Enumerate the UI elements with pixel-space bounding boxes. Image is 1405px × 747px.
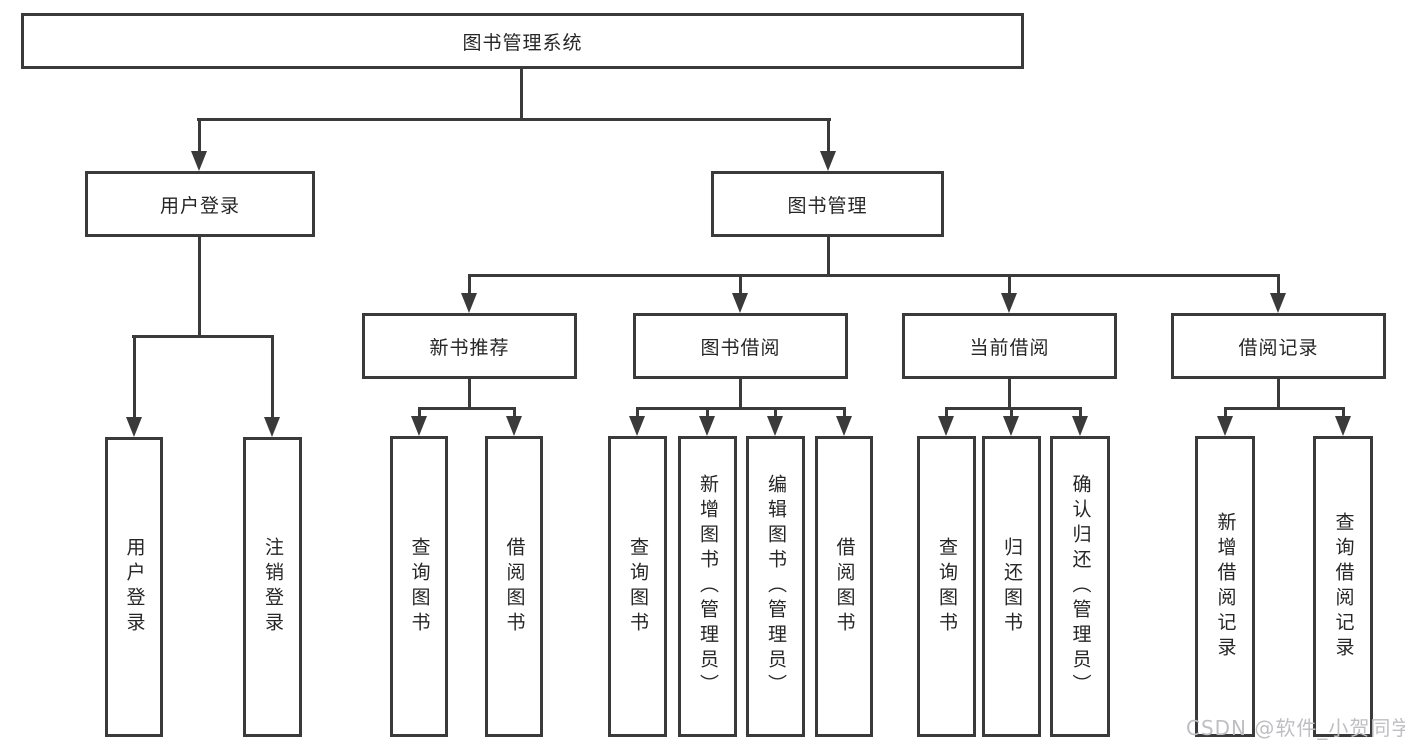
leaf-confirm-return-admin: 确认归还（管理员）: [1050, 436, 1110, 737]
connector-arm: [468, 274, 471, 295]
arrow-down-icon: [1072, 416, 1088, 436]
node-label: 查询图书: [627, 536, 649, 637]
connector-fork: [1224, 407, 1345, 410]
connector-stem: [468, 379, 471, 407]
arrow-down-icon: [191, 151, 207, 171]
leaf-return-books: 归还图书: [982, 436, 1041, 737]
arrow-down-icon: [1003, 416, 1019, 436]
node-label: 注销登录: [262, 537, 284, 637]
leaf-logout: 注销登录: [243, 437, 302, 737]
node-label: 借阅记录: [1238, 336, 1319, 359]
node-current-borrowing: 当前借阅: [902, 313, 1117, 379]
connector-stem: [739, 379, 742, 407]
node-label: 图书管理: [787, 194, 868, 217]
arrow-down-icon: [506, 416, 522, 436]
leaf-add-borrow-record: 新增借阅记录: [1195, 436, 1255, 737]
node-label: 用户登录: [159, 194, 240, 217]
node-label: 借阅图书: [833, 536, 856, 637]
arrow-down-icon: [938, 416, 954, 436]
node-label: 图书借阅: [700, 336, 781, 359]
leaf-query-borrow-record: 查询借阅记录: [1313, 436, 1373, 737]
node-library-management-system: 图书管理系统: [21, 13, 1024, 69]
arrow-down-icon: [836, 416, 852, 436]
connector-arm: [198, 118, 201, 153]
connector-fork: [468, 274, 1280, 277]
node-label: 编辑图书（管理员）: [765, 474, 787, 699]
leaf-edit-books-admin: 编辑图书（管理员）: [746, 436, 805, 737]
node-label: 图书管理系统: [462, 31, 583, 54]
connector-arm: [418, 407, 421, 418]
connector-fork: [132, 335, 274, 338]
connector-arm: [513, 407, 516, 418]
leaf-borrow-books: 借阅图书: [815, 436, 873, 737]
node-label: 查询借阅记录: [1332, 511, 1355, 662]
connector-arm: [1224, 407, 1227, 418]
connector-stem: [198, 237, 201, 335]
arrow-down-icon: [767, 416, 783, 436]
csdn-watermark: CSDN @软件_小贺同学: [1186, 716, 1405, 740]
arrow-down-icon: [1217, 416, 1233, 436]
leaf-query-books: 查询图书: [608, 436, 667, 737]
connector-arm: [133, 335, 136, 419]
connector-fork: [636, 407, 846, 410]
arrow-down-icon: [1001, 293, 1017, 313]
node-label: 查询图书: [936, 536, 958, 637]
connector-arm: [1010, 407, 1013, 418]
leaf-add-books-admin: 新增图书（管理员）: [678, 436, 737, 737]
connector-fork: [945, 407, 1082, 410]
node-user-login: 用户登录: [85, 171, 315, 237]
node-new-book-recommendation: 新书推荐: [362, 313, 577, 379]
leaf-query-books: 查询图书: [390, 436, 448, 737]
node-label: 新增借阅记录: [1214, 511, 1237, 662]
connector-arm: [843, 407, 846, 418]
node-label: 查询图书: [408, 536, 431, 637]
connector-root-stem: [520, 69, 523, 118]
arrow-down-icon: [732, 293, 748, 313]
arrow-down-icon: [1335, 416, 1351, 436]
node-borrowing-records: 借阅记录: [1171, 313, 1386, 379]
arrow-down-icon: [699, 416, 715, 436]
arrow-down-icon: [411, 416, 427, 436]
connector-arm: [827, 118, 830, 153]
leaf-user-login: 用户登录: [105, 437, 163, 737]
connector-fork: [418, 407, 516, 410]
connector-arm: [1079, 407, 1082, 418]
connector-arm: [774, 407, 777, 418]
connector-arm: [739, 274, 742, 295]
node-book-borrowing: 图书借阅: [633, 313, 848, 379]
arrow-down-icon: [126, 417, 142, 437]
connector-arm: [271, 335, 274, 419]
arrow-down-icon: [461, 293, 477, 313]
connector-root-fork: [197, 118, 831, 121]
connector-arm: [945, 407, 948, 418]
node-label: 借阅图书: [503, 536, 526, 637]
connector-stem: [827, 237, 830, 274]
node-book-management: 图书管理: [711, 171, 944, 237]
node-label: 新增图书（管理员）: [697, 474, 719, 699]
leaf-query-books: 查询图书: [917, 436, 976, 737]
node-label: 归还图书: [1001, 536, 1023, 637]
connector-stem: [1277, 379, 1280, 407]
connector-arm: [636, 407, 639, 418]
connector-arm: [1008, 274, 1011, 295]
node-label: 确认归还（管理员）: [1069, 474, 1092, 699]
leaf-borrow-books: 借阅图书: [485, 436, 543, 737]
arrow-down-icon: [629, 416, 645, 436]
arrow-down-icon: [820, 151, 836, 171]
connector-stem: [1008, 379, 1011, 407]
node-label: 当前借阅: [969, 336, 1050, 359]
node-label: 新书推荐: [429, 336, 510, 359]
arrow-down-icon: [1270, 293, 1286, 313]
connector-arm: [1342, 407, 1345, 418]
arrow-down-icon: [264, 417, 280, 437]
node-label: 用户登录: [123, 537, 146, 637]
connector-arm: [706, 407, 709, 418]
connector-arm: [1277, 274, 1280, 295]
